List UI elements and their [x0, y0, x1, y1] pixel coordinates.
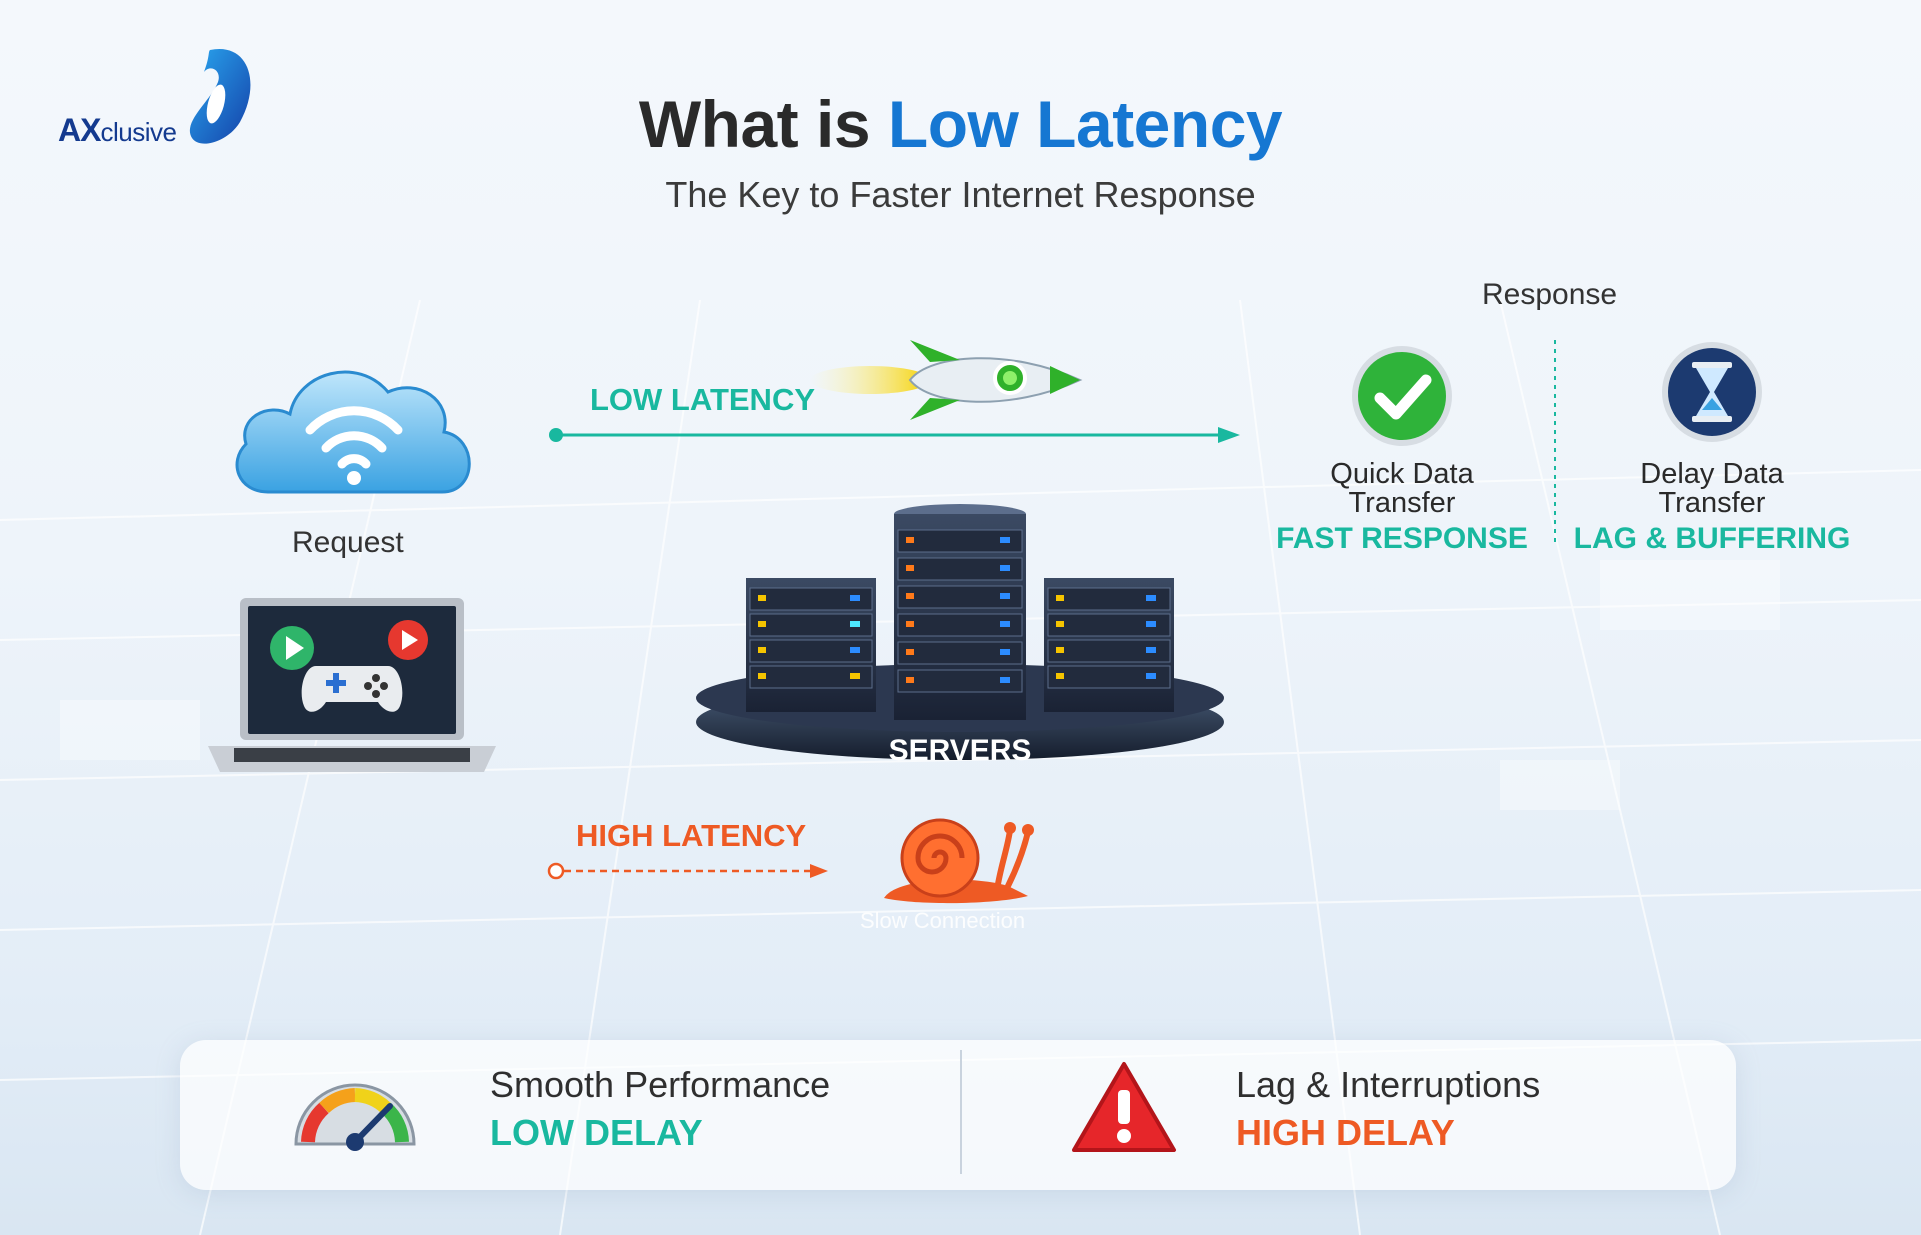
bottom-panel-divider — [960, 1050, 962, 1174]
bottom-panel — [180, 1040, 1736, 1190]
snail-icon — [884, 818, 1034, 904]
title-accent: Low Latency — [887, 87, 1283, 161]
response-fast-title-line2: Transfer — [1348, 487, 1456, 519]
high-latency-label: HIGH LATENCY — [576, 818, 807, 853]
bottom-left-subtitle: LOW DELAY — [490, 1112, 703, 1153]
title-prefix: What is — [638, 87, 888, 161]
slow-connection-label: Slow Connection — [860, 908, 1026, 933]
laptop-icon — [208, 598, 496, 772]
response-fast-title-line1: Quick Data — [1330, 458, 1474, 490]
response-fast: Quick Data Transfer FAST RESPONSE — [1252, 460, 1552, 556]
bottom-right-title: Lag & Interruptions — [1236, 1064, 1541, 1105]
bottom-right-subtitle: HIGH DELAY — [1236, 1112, 1455, 1153]
response-label: Response — [1482, 278, 1618, 311]
request-label: Request — [292, 526, 404, 559]
high-latency-arrow — [547, 862, 828, 880]
response-delay-title-line2: Transfer — [1658, 487, 1766, 519]
servers-icon: SERVERS — [696, 504, 1224, 767]
brand-logo-icon — [189, 48, 251, 144]
warning-icon — [1072, 1062, 1176, 1152]
low-latency-arrow — [549, 427, 1240, 443]
response-delay-subtitle: LAG & BUFFERING — [1573, 522, 1851, 555]
low-latency-label: LOW LATENCY — [590, 382, 816, 417]
page-subtitle: The Key to Faster Internet Response — [665, 174, 1256, 215]
bottom-left-title: Smooth Performance — [490, 1064, 831, 1105]
logo-suffix: clusive — [100, 117, 177, 147]
logo-prefix: AX — [58, 112, 101, 148]
hourglass-icon — [1662, 342, 1762, 442]
cloud-wifi-icon — [235, 370, 471, 494]
response-divider — [1554, 340, 1556, 546]
response-delay: Delay Data Transfer LAG & BUFFERING — [1562, 460, 1862, 556]
speedometer-icon — [294, 1083, 416, 1151]
servers-label: SERVERS — [889, 734, 1032, 767]
bottom-right-text: Lag & Interruptions HIGH DELAY — [1236, 1064, 1540, 1154]
page-title: What is Low Latency — [0, 86, 1921, 162]
checkmark-icon — [1352, 346, 1452, 446]
bottom-left-text: Smooth Performance LOW DELAY — [490, 1064, 830, 1154]
rocket-icon — [810, 340, 1083, 420]
brand-logo: AXclusive — [58, 112, 177, 149]
response-delay-title-line1: Delay Data — [1640, 458, 1784, 490]
response-fast-subtitle: FAST RESPONSE — [1276, 522, 1528, 555]
